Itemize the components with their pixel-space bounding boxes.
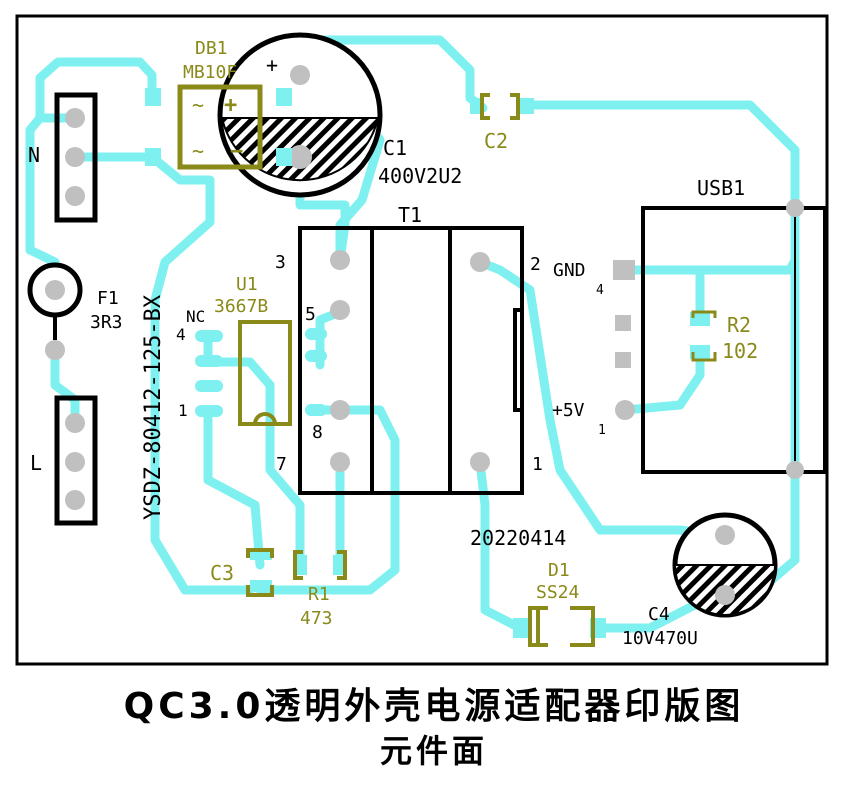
u1-ref: U1 (236, 274, 258, 295)
u1-pin4: 4 (176, 325, 186, 344)
f1-value: 3R3 (90, 312, 123, 333)
board-title-line2: 元件面 (380, 732, 488, 770)
r1-ref: R1 (308, 584, 330, 605)
board-title-line1: QC3.0透明外壳电源适配器印版图 (124, 686, 745, 727)
c4-ref: C4 (648, 604, 670, 625)
transformer-part-number: YSDZ-80412-125-BX (141, 294, 166, 520)
bridge-db1-body (177, 84, 263, 170)
c3-ref: C3 (210, 561, 234, 585)
connector-n-label: N (28, 143, 40, 167)
db1-plus: + (224, 93, 237, 118)
labels: DB1 MB10F + − ~ ~ + C1 400V2U2 C2 T1 3 5… (28, 38, 758, 649)
t1-pin2: 2 (530, 254, 541, 275)
r1-value: 473 (300, 608, 333, 629)
connector-l-label: L (30, 451, 42, 475)
t1-pin7: 7 (276, 454, 287, 475)
u1-pin1: 1 (178, 401, 188, 420)
ic-u1-body (238, 320, 292, 426)
t1-pin3: 3 (275, 252, 286, 273)
usb1-5v: +5V (552, 400, 585, 421)
silkscreen (27, 32, 827, 647)
connector-l-body (54, 395, 98, 526)
t1-pin8: 8 (312, 422, 323, 443)
c1-plus: + (266, 53, 278, 77)
d1-value: SS24 (536, 582, 579, 603)
c4-value: 10V470U (622, 628, 698, 649)
t1-pin1: 1 (532, 454, 543, 475)
transformer-t1-body (298, 226, 524, 495)
usb1-body (641, 206, 827, 474)
usb1-gnd-pin: 4 (596, 283, 604, 298)
u1-value: 3667B (214, 296, 268, 317)
db1-minus: − (230, 139, 243, 164)
db1-value: MB10F (183, 62, 237, 83)
c2-ref: C2 (484, 129, 508, 153)
usb1-gnd: GND (553, 260, 586, 281)
t1-ref: T1 (398, 203, 422, 227)
r2-ref: R2 (727, 313, 751, 337)
usb1-ref: USB1 (697, 176, 745, 200)
db1-ref: DB1 (195, 38, 228, 59)
connector-n-body (54, 92, 98, 223)
date-code: 20220414 (470, 526, 566, 550)
c1-ref: C1 (383, 136, 407, 160)
c1-value: 400V2U2 (378, 164, 462, 188)
svg-text:~: ~ (192, 139, 204, 163)
f1-ref: F1 (97, 288, 119, 309)
t1-pin5: 5 (305, 304, 316, 325)
u1-nc: NC (186, 307, 205, 326)
usb1-5v-pin: 1 (598, 423, 606, 438)
d1-ref: D1 (548, 560, 570, 581)
svg-text:~: ~ (192, 93, 204, 117)
r2-value: 102 (722, 339, 758, 363)
